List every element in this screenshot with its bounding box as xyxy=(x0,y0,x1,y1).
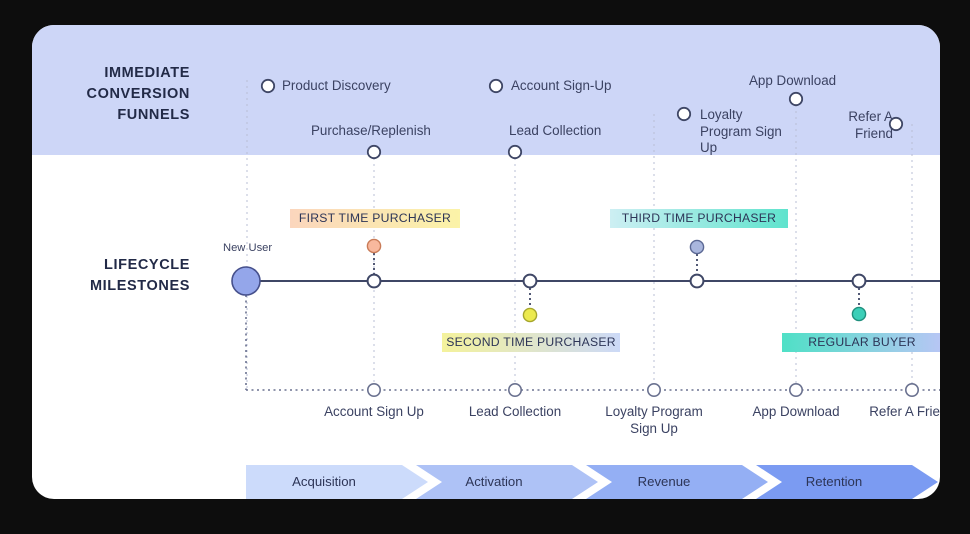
funnel-node-label: Product Discovery xyxy=(282,78,391,93)
funnel-node-label: Purchase/Replenish xyxy=(311,123,431,138)
axis-point-label: Account Sign Up xyxy=(324,404,424,419)
milestone-dot-0[interactable] xyxy=(366,238,382,254)
axis-point-label: Refer A Friend xyxy=(869,404,940,419)
stage-label: Acquisition xyxy=(292,474,356,489)
stage-chevron-0[interactable] xyxy=(246,465,428,499)
milestone-badge: SECOND TIME PURCHASER xyxy=(442,333,620,352)
lifecycle-section-title: LIFECYCLE MILESTONES xyxy=(90,257,190,294)
new-user-label: New User xyxy=(223,242,273,254)
funnel-node-circle-2[interactable] xyxy=(488,78,504,94)
diagram-stage: IMMEDIATE CONVERSION FUNNELS LIFECYCLE M… xyxy=(32,25,940,499)
stage-label: Activation xyxy=(465,474,523,489)
stage-label: Retention xyxy=(805,474,863,489)
axis-node-4[interactable] xyxy=(904,382,919,397)
milestone-dot-3[interactable] xyxy=(851,306,867,322)
milestone-dot-2[interactable] xyxy=(689,239,705,255)
funnel-node-label: Loyalty Program Sign Up xyxy=(700,107,782,155)
funnel-node-circle-6[interactable] xyxy=(888,116,904,132)
stage-chevron-2[interactable] xyxy=(586,465,768,499)
axis-node-3[interactable] xyxy=(788,382,803,397)
funnel-node-label: App Download xyxy=(749,73,837,88)
timeline-node-1[interactable] xyxy=(522,273,538,289)
timeline-node-3[interactable] xyxy=(851,273,867,289)
funnels-section-title: IMMEDIATE CONVERSION FUNNELS xyxy=(86,65,190,123)
funnel-node-circle-5[interactable] xyxy=(788,91,804,107)
funnel-node-circle-1[interactable] xyxy=(366,144,382,160)
axis-point-label: App Download xyxy=(752,404,840,419)
stage-chevron-3[interactable] xyxy=(756,465,938,499)
funnel-node-circle-0[interactable] xyxy=(260,78,276,94)
milestone-dot-1[interactable] xyxy=(522,307,538,323)
stage-chevron-1[interactable] xyxy=(416,465,598,499)
funnel-node-label: Account Sign-Up xyxy=(511,78,612,93)
axis-node-1[interactable] xyxy=(507,382,522,397)
axis-point-label: Loyalty Program Sign Up xyxy=(605,404,703,436)
axis-node-0[interactable] xyxy=(366,382,381,397)
axis-point-label: Lead Collection xyxy=(468,404,562,419)
stage-chevrons xyxy=(246,465,938,499)
new-user-node[interactable] xyxy=(231,266,261,296)
timeline-node-0[interactable] xyxy=(366,273,382,289)
milestone-badge: REGULAR BUYER xyxy=(782,333,940,352)
node-circles xyxy=(231,78,919,397)
funnel-node-circle-4[interactable] xyxy=(676,106,692,122)
axis-node-2[interactable] xyxy=(646,382,661,397)
funnel-node-circle-3[interactable] xyxy=(507,144,523,160)
funnel-node-label: Lead Collection xyxy=(509,123,602,138)
funnels-band xyxy=(32,25,940,155)
funnel-node-label: Refer A Friend xyxy=(848,109,893,141)
stage-label: Revenue xyxy=(637,474,691,489)
milestone-badge: THIRD TIME PURCHASER xyxy=(610,209,788,228)
timeline-node-2[interactable] xyxy=(689,273,705,289)
diagram-card: IMMEDIATE CONVERSION FUNNELS LIFECYCLE M… xyxy=(32,25,940,499)
milestone-badge: FIRST TIME PURCHASER xyxy=(290,209,460,228)
